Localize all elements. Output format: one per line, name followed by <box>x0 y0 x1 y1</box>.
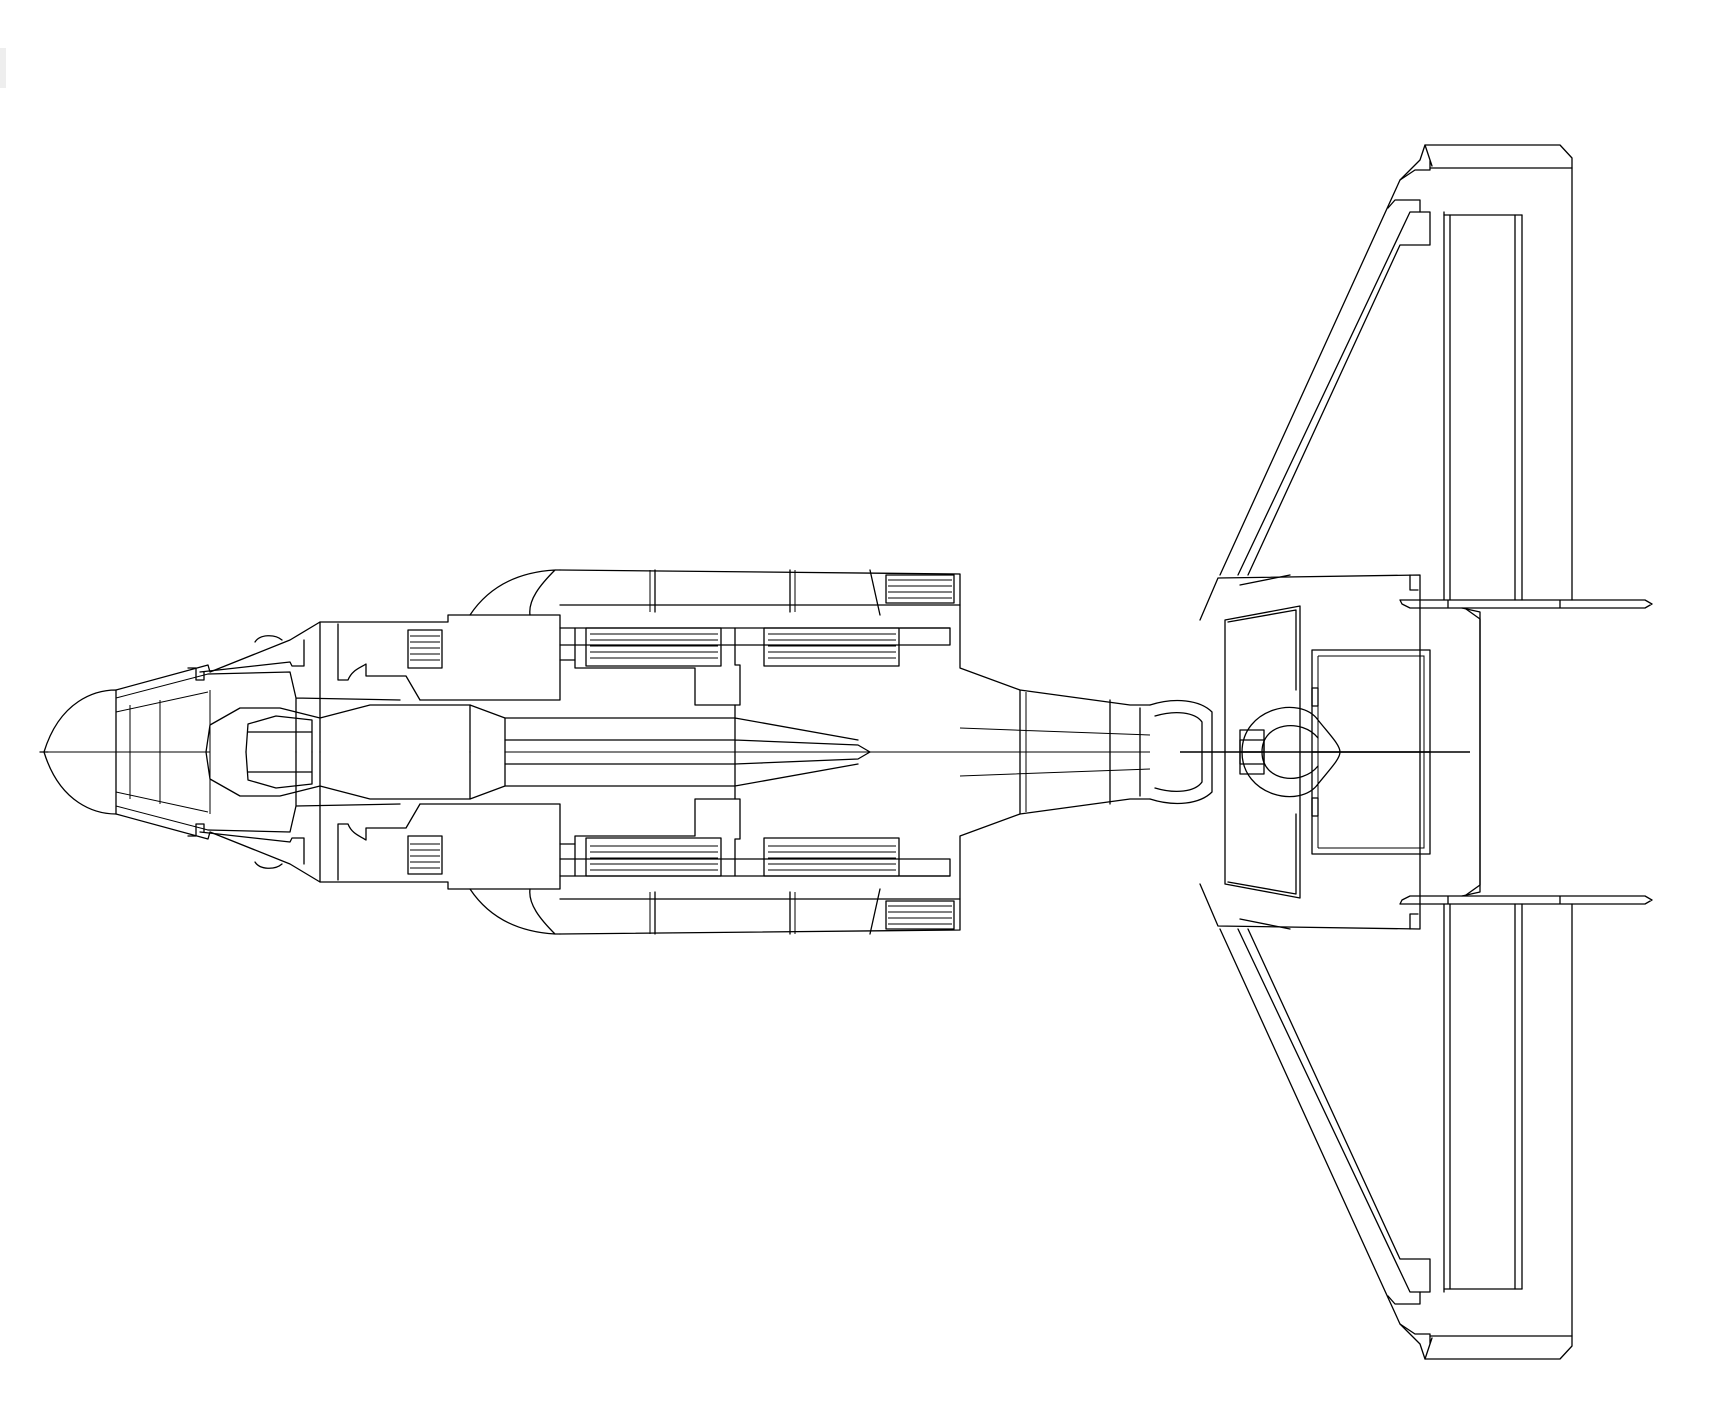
forward-side-pod <box>320 615 560 700</box>
vehicle-lower-half <box>43 608 1653 1360</box>
nose-panel-lines <box>116 674 210 752</box>
wing-inner-edge <box>1238 212 1430 575</box>
canopy-frame <box>246 705 470 752</box>
nose-cone <box>44 690 116 752</box>
wing-leading-edge <box>1220 145 1572 600</box>
tail-hub-centerline-box <box>1240 740 1264 764</box>
tail-hub-bulge <box>1150 701 1212 752</box>
scan-artifact <box>0 48 6 88</box>
mid-body-panel <box>560 628 950 645</box>
upper-body-edge <box>560 628 950 660</box>
grille-2 <box>764 628 899 666</box>
wing-step-2 <box>1388 200 1420 212</box>
rear-vent-upper <box>886 575 954 603</box>
cheek-bulge <box>255 636 282 642</box>
intake-fairing <box>470 570 560 615</box>
upper-deck-seam <box>650 570 795 612</box>
grille-1 <box>586 628 721 666</box>
tail-frame-outer <box>1200 575 1420 752</box>
tail-hub-inner <box>1155 713 1202 752</box>
tail-boom-seam <box>960 692 1150 752</box>
main-fuselage-top <box>560 570 1150 705</box>
nose-forebody <box>116 622 320 752</box>
tail-center-box <box>1312 650 1430 752</box>
forebody-rail <box>208 672 400 752</box>
tail-center-box-inner <box>1318 656 1424 752</box>
tail-ring-inner <box>1262 726 1318 752</box>
vehicle-upper-half <box>44 145 1652 895</box>
forward-pod-vent <box>408 630 442 668</box>
wing-spar-2 <box>1515 215 1522 600</box>
dorsal-spine <box>505 705 870 752</box>
canopy-outline <box>206 705 505 752</box>
tail-frame-inner <box>1225 606 1300 752</box>
tail-ring <box>1242 707 1340 752</box>
wing-step-1 <box>1400 145 1432 180</box>
nose-side-clip <box>188 640 304 680</box>
tail-boom <box>1020 690 1140 752</box>
tail-block <box>1228 610 1296 690</box>
stabilizer-strut <box>1400 600 1652 608</box>
tail-ring-stub <box>1312 688 1318 706</box>
wing-root-notch <box>1240 575 1418 590</box>
mid-body-frame <box>575 628 740 705</box>
upper-deck <box>560 570 960 615</box>
wing-spar-1 <box>1444 212 1450 600</box>
forward-pod-inner <box>338 624 420 700</box>
